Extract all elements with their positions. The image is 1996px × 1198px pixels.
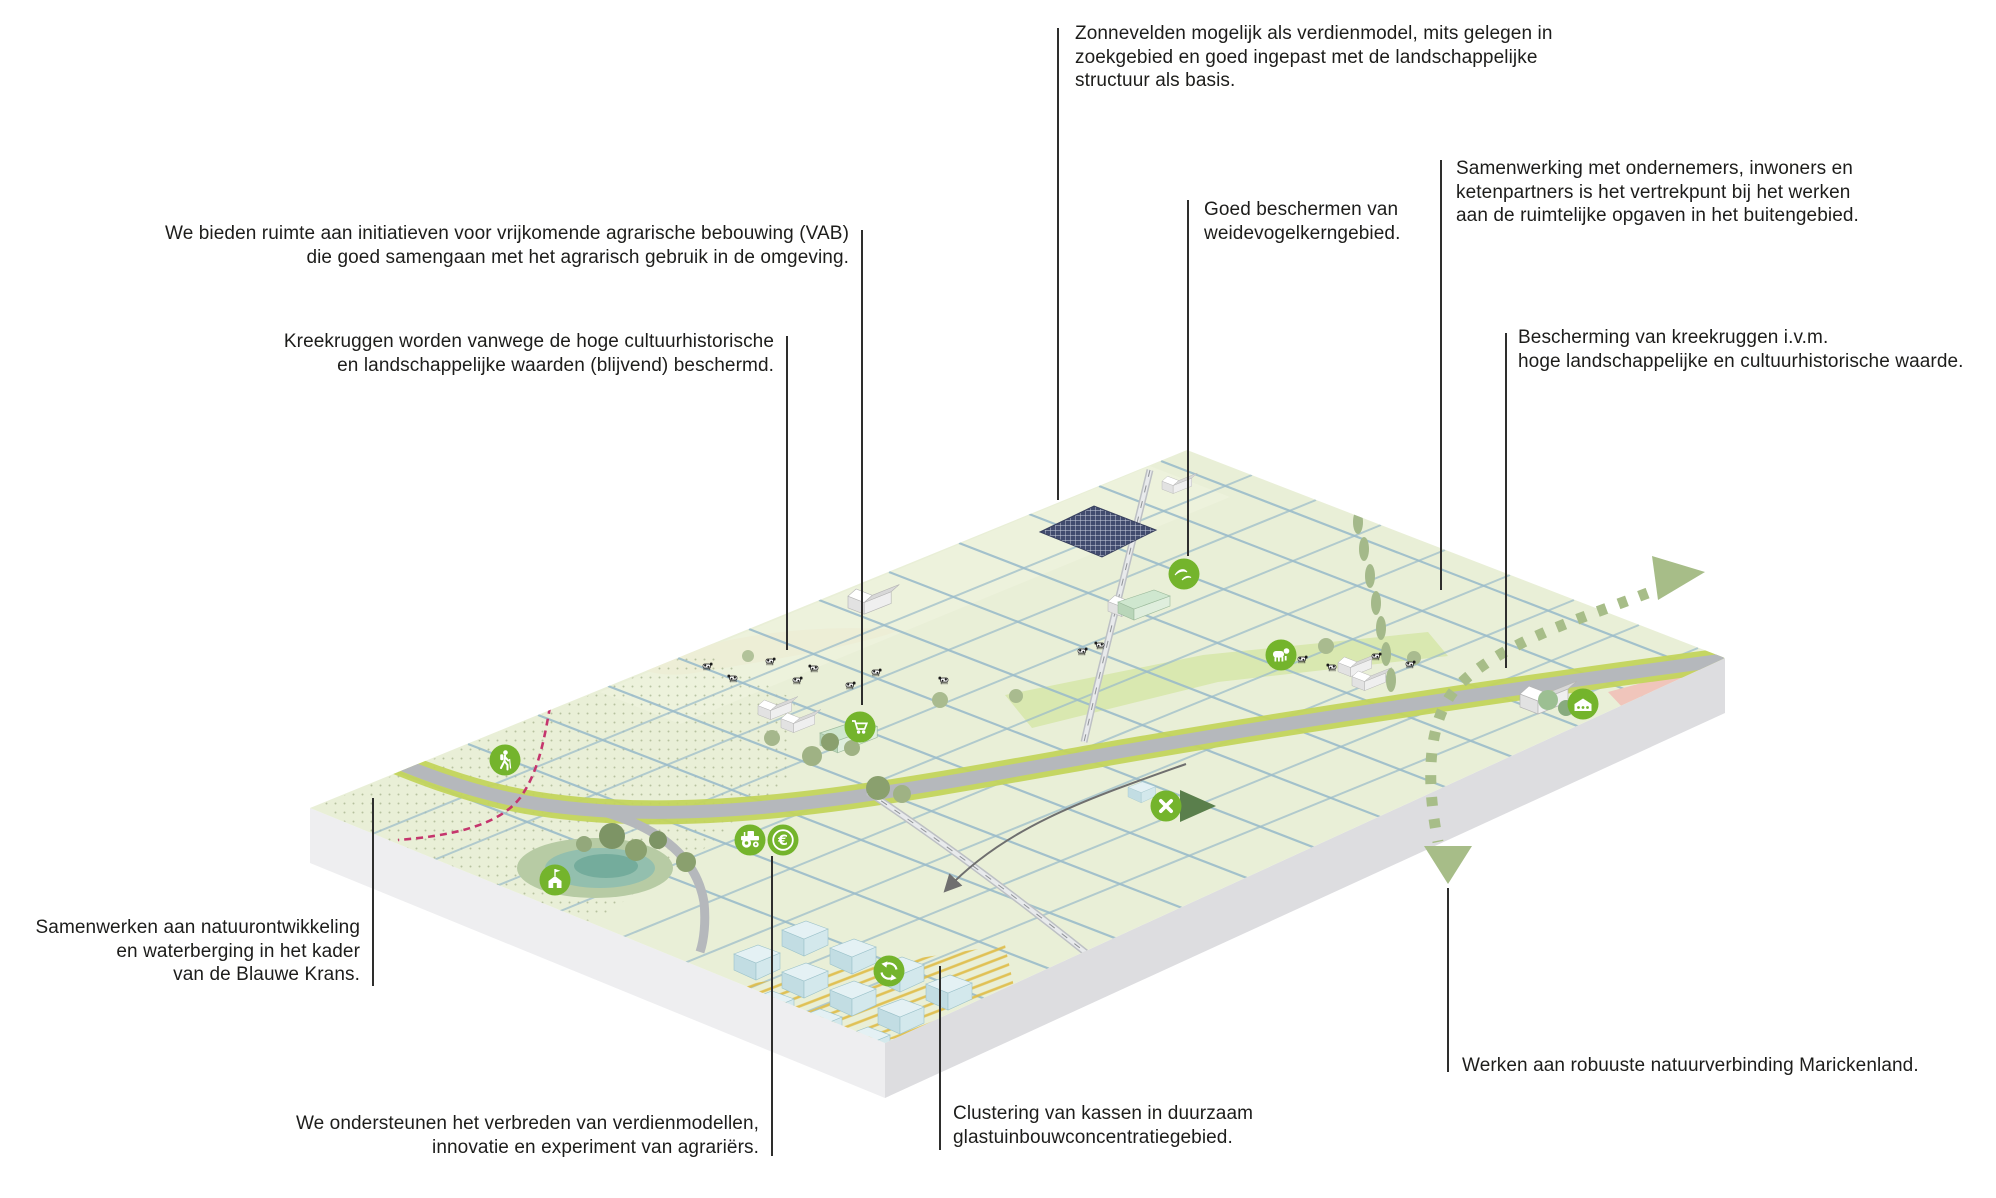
annotation-weidevogel: Goed beschermen van weidevogelkerngebied… [1204, 199, 1401, 244]
walking-trail [397, 694, 554, 842]
leader-verdienmodellen [771, 856, 773, 1156]
scattered-greenhouse [1127, 781, 1216, 822]
nature-connection-arrow [1424, 556, 1705, 884]
hiker-icon [489, 744, 521, 776]
leader-glastuinbouw [939, 966, 941, 1150]
annotation-kreekruggen-links: Kreekruggen worden vanwege de hoge cultu… [283, 331, 774, 376]
solar-panel-field [1038, 505, 1158, 558]
leader-marickenland [1447, 888, 1449, 1072]
house-flag-icon [539, 864, 571, 896]
main-road [381, 648, 1725, 954]
wetland [517, 838, 673, 898]
annotation-blauwe-krans: Samenwerken aan natuurontwikkeling en wa… [35, 917, 360, 985]
cross-icon [1150, 790, 1182, 822]
annotation-zonnevelden: Zonnevelden mogelijk als verdienmodel, m… [1075, 23, 1553, 91]
map-top-face [310, 450, 1725, 1043]
leader-vab [861, 230, 863, 705]
cluster-pointer-arrow [943, 763, 1187, 893]
euro-glyph: € [777, 833, 788, 849]
meadow-birds-icon [1168, 558, 1200, 590]
leader-kreekruggen-links [786, 336, 788, 650]
annotation-verdienmodellen: We ondersteunen het verbreden van verdie… [295, 1113, 759, 1158]
annotation-vab: We bieden ruimte aan initiatieven voor v… [165, 223, 849, 268]
leader-kreekruggen-rechts [1505, 333, 1507, 668]
secondary-roads [866, 469, 1154, 959]
arrowhead-down [1424, 846, 1472, 884]
leader-weidevogel [1187, 200, 1189, 556]
euro-icon: € [767, 824, 799, 856]
annotation-kreekruggen-rechts: Bescherming van kreekruggen i.v.m. hoge … [1518, 327, 1964, 372]
recycle-icon [873, 955, 905, 987]
leader-blauwe-krans [372, 798, 374, 986]
cattle-pasture-strip [1005, 632, 1448, 728]
arrowhead-northeast [1652, 556, 1705, 600]
tractor-icon [734, 824, 766, 856]
poplar-row [1353, 510, 1396, 692]
annotation-marickenland: Werken aan robuuste natuurverbinding Mar… [1462, 1055, 1919, 1076]
annotation-glastuinbouw: Clustering van kassen in duurzaam glastu… [953, 1103, 1254, 1148]
cow-icon [1265, 639, 1297, 671]
farm-shop-cart-icon [844, 711, 876, 743]
stable-icon [1567, 688, 1599, 720]
leader-zonnevelden [1057, 28, 1059, 500]
map-slab-sides [310, 658, 1725, 1098]
annotation-samenwerking: Samenwerking met ondernemers, inwoners e… [1456, 158, 1859, 226]
leader-samenwerking [1440, 160, 1442, 590]
